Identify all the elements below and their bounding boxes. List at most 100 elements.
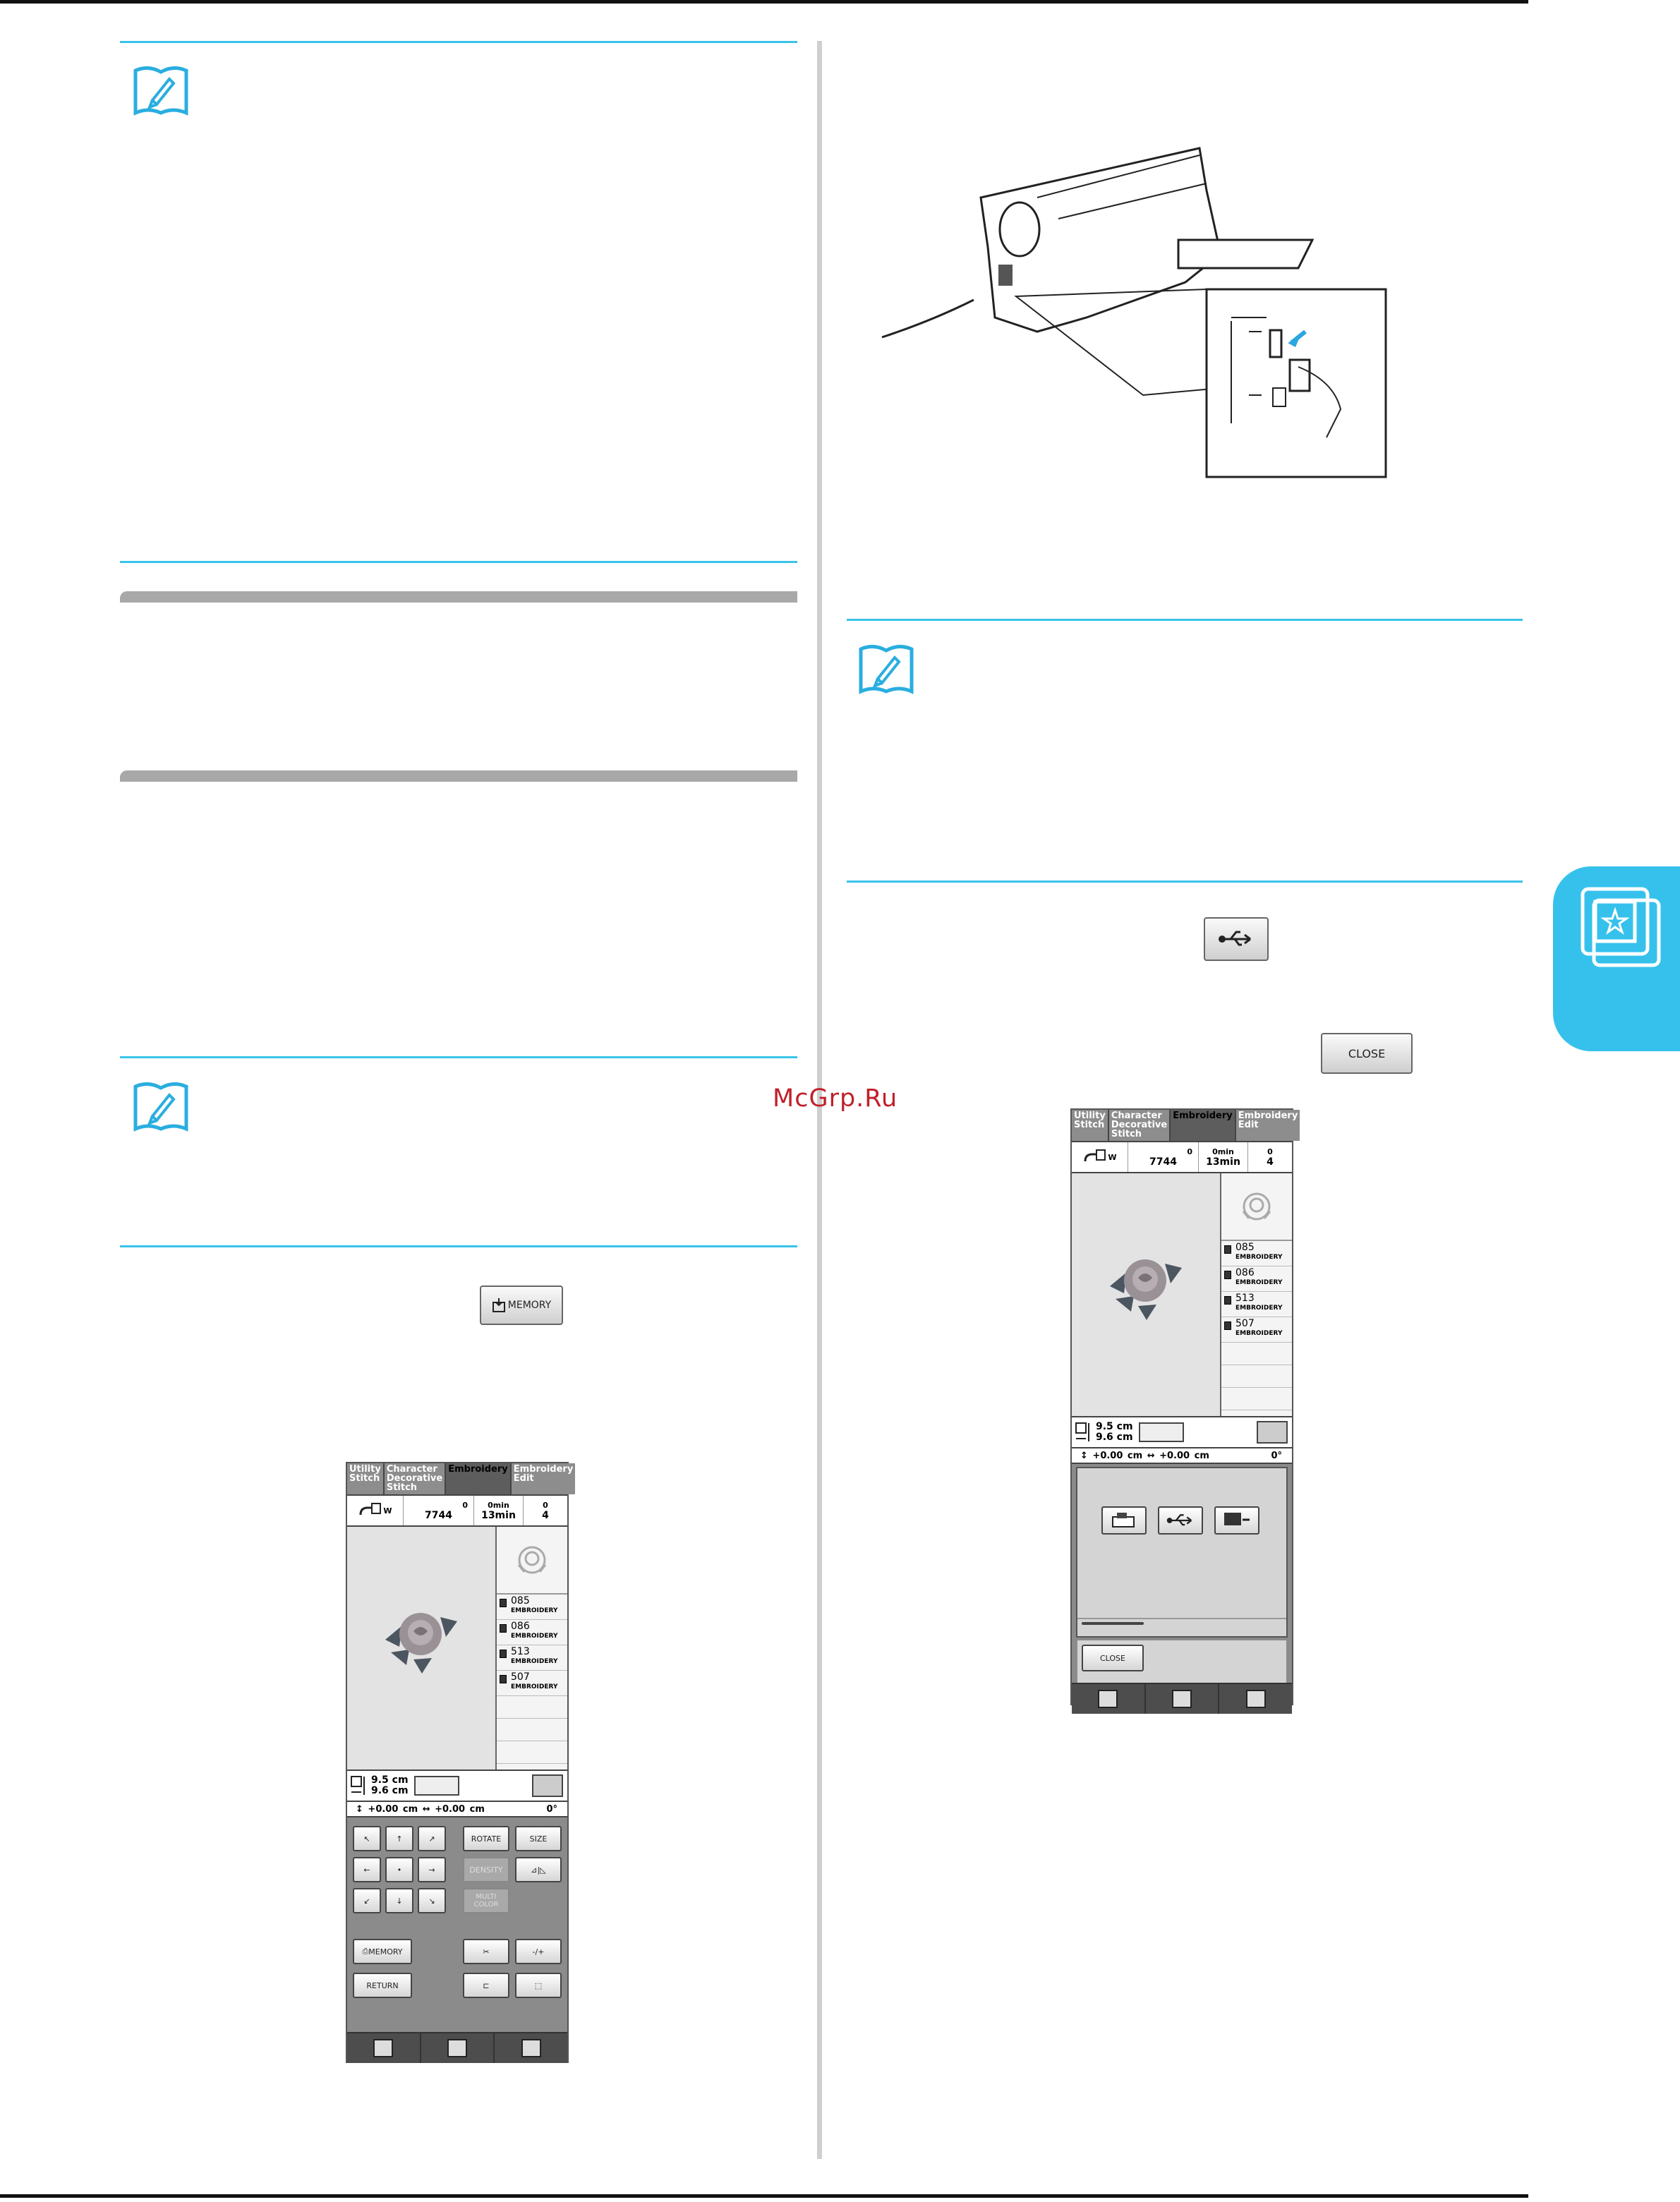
tab-character-decorative[interactable]: Character Decorative Stitch [1108,1110,1171,1141]
time-counter: 0min 13min [1199,1142,1248,1172]
embroidery-chapter-tab[interactable] [1553,866,1680,1051]
embroidery-frame-icon [1581,887,1661,967]
pattern-height: 9.5 cm [371,1774,409,1786]
tab-embroidery[interactable]: Embroidery [1171,1110,1236,1141]
move-up-left-button[interactable]: ↖ [353,1826,381,1851]
pattern-width: 9.6 cm [1096,1432,1133,1443]
tab-character-decorative[interactable]: Character Decorative Stitch [384,1463,447,1494]
help-machine-icon [447,2039,467,2057]
close-button-screen[interactable]: CLOSE [1082,1645,1144,1671]
stitch-counter: 0 7744 [1128,1142,1199,1172]
save-to-computer-button[interactable] [1214,1506,1259,1535]
pattern-thumbnail [497,1527,567,1595]
starting-point-button[interactable]: ⊏ [463,1973,509,1998]
thread-empty-row [1221,1388,1292,1410]
trial-button[interactable]: ⬚ [515,1973,562,1998]
thread-brand: EMBROIDERY [1235,1279,1283,1286]
close-button[interactable]: CLOSE [1321,1033,1413,1074]
memo-bottom-line-2 [120,1245,797,1247]
move-up-right-button[interactable]: ↗ [418,1826,446,1851]
thread-empty-row [497,1719,567,1741]
save-to-usb-button[interactable] [1158,1506,1203,1535]
tab-utility-stitch[interactable]: Utility Stitch [1072,1110,1109,1141]
thread-tension-button[interactable]: -/+ [515,1939,562,1964]
position-offset: ↕ + 0.00 cm ↔ + 0.00 cm 0° [1072,1448,1292,1464]
color-total: 4 [1267,1156,1274,1168]
move-down-right-button[interactable]: ↘ [418,1888,446,1913]
settings-button[interactable] [1219,1684,1293,1714]
save-dialog [1072,1464,1292,1640]
save-dialog-panel [1076,1467,1288,1638]
thread-brand: EMBROIDERY [1235,1330,1283,1337]
embroidery-canvas [1072,1173,1221,1416]
frame-indicator-icon [413,1776,459,1796]
bottom-rule [0,2194,1528,2198]
thread-cutting-button[interactable]: ✂ [463,1939,509,1964]
mirror-button[interactable]: ⊿|◺ [515,1857,562,1882]
multi-color-button[interactable]: MULTI COLOR [463,1888,509,1913]
offset-horizontal: 0.00 cm [442,1803,485,1815]
move-down-left-button[interactable]: ↙ [353,1888,381,1913]
memory-button-label: MEMORY [507,1300,552,1311]
stitch-count-current: 0 [462,1500,468,1510]
help-button[interactable] [421,2033,495,2063]
frame-display-button[interactable] [532,1774,563,1797]
size-bar: 9.5 cm 9.6 cm [1072,1417,1292,1448]
size-button[interactable]: SIZE [515,1826,562,1851]
thread-empty-row [497,1741,567,1764]
thread-brand: EMBROIDERY [511,1633,558,1640]
move-down-button[interactable]: ↓ [385,1888,413,1913]
color-counter: 0 4 [1248,1142,1292,1172]
memory-label: MEMORY [368,1947,403,1956]
usb-button[interactable] [1204,917,1269,961]
offset-horizontal: 0.00 cm [1167,1450,1209,1461]
document-icon [1098,1690,1118,1708]
tab-utility-stitch[interactable]: Utility Stitch [347,1463,385,1494]
thread-number: 085 [511,1595,530,1607]
size-bar: 9.5 cm 9.6 cm [347,1771,567,1802]
memo-note-icon [859,645,914,694]
computer-usb-icon [1224,1513,1250,1525]
thread-spool-icon [1224,1296,1231,1305]
memory-button[interactable]: MEMORY [480,1285,563,1325]
memo-note-icon [133,1082,188,1132]
tab-embroidery-edit[interactable]: Embroidery Edit [1235,1110,1300,1141]
settings-button[interactable] [495,2033,568,2063]
save-location-screen: Utility Stitch Character Decorative Stit… [1070,1108,1300,1714]
move-up-button[interactable]: ↑ [385,1826,413,1851]
rose-outline-icon [517,1546,547,1574]
memory-button-screen[interactable]: ⎙MEMORY [353,1939,412,1964]
tab-embroidery[interactable]: Embroidery [446,1463,512,1494]
section-heading-bar-2 [120,770,797,782]
memory-icon: ⎙ [362,1947,369,1956]
help-button[interactable] [1145,1684,1220,1714]
thread-spool-icon [1224,1245,1231,1254]
manual-button[interactable] [1072,1684,1146,1714]
move-left-button[interactable]: ← [353,1857,381,1882]
move-right-button[interactable]: → [418,1857,446,1882]
thread-brand: EMBROIDERY [511,1607,558,1614]
size-icon [1075,1422,1089,1441]
memo-top-line-1 [120,41,797,43]
tab-embroidery-edit[interactable]: Embroidery Edit [511,1463,576,1494]
move-center-button[interactable]: • [385,1857,413,1882]
time-total: 13min [481,1509,516,1521]
rotate-button[interactable]: ROTATE [463,1826,509,1851]
return-button[interactable]: RETURN [353,1973,412,1998]
stitch-count-total: 7744 [1149,1156,1177,1168]
time-total: 13min [1206,1156,1240,1168]
color-counter: 0 4 [524,1496,567,1525]
save-to-machine-button[interactable] [1101,1506,1147,1535]
column-divider [817,41,822,2159]
density-button[interactable]: DENSITY [463,1857,509,1882]
bottom-nav [347,2032,568,2063]
usb-icon [1166,1514,1192,1526]
sewing-machine-illustration [881,147,1387,478]
frame-display-button[interactable] [1257,1421,1288,1444]
usb-icon [1219,931,1251,946]
manual-button[interactable] [347,2033,421,2063]
memo-top-line-2 [120,1056,797,1058]
